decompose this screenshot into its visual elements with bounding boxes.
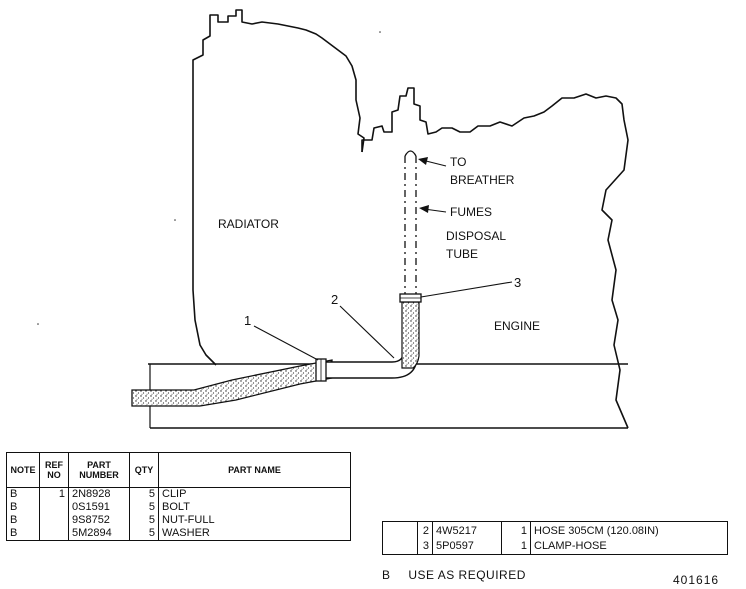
callout-2: 2: [331, 292, 338, 307]
cell-ref: [39, 527, 69, 541]
stray-mark: [174, 219, 176, 221]
cell-qty: 5: [129, 514, 159, 527]
footnote-text: USE AS REQUIRED: [408, 568, 526, 582]
breather-tube-top: [404, 150, 417, 157]
cell-ref: [39, 501, 69, 514]
header-part-line1: PART: [87, 460, 111, 470]
table-row: B 5M2894 5 WASHER: [6, 527, 351, 541]
cell-note: B: [6, 487, 40, 501]
cell-part-number: 5M2894: [68, 527, 130, 541]
table-row: B 9S8752 5 NUT-FULL: [6, 514, 351, 527]
to-breather-label-line2: BREATHER: [450, 173, 515, 187]
parts-table-header-row: NOTE REF NO PART NUMBER QTY PART NAME: [6, 452, 351, 488]
header-note: NOTE: [6, 452, 40, 488]
radiator-outline: [192, 9, 365, 366]
table-row: 3 5P0597 1 CLAMP-HOSE: [382, 539, 728, 555]
fumes-arrow-head: [419, 205, 429, 213]
cell-note: B: [6, 514, 40, 527]
header-qty: QTY: [129, 452, 159, 488]
cell-part-name: CLAMP-HOSE: [530, 539, 728, 555]
cell-ref: [39, 514, 69, 527]
table-row: 2 4W5217 1 HOSE 305CM (120.08IN): [382, 521, 728, 539]
to-breather-label-line1: TO: [450, 155, 466, 169]
cell-part-number: 5P0597: [432, 539, 502, 555]
engine-label: ENGINE: [494, 319, 540, 333]
footnote: B USE AS REQUIRED: [382, 568, 526, 582]
header-ref-no: REF NO: [39, 452, 69, 488]
cell-part-name: CLIP: [158, 487, 351, 501]
cell-qty: 1: [501, 521, 531, 539]
figure-number: 401616: [673, 573, 720, 587]
cell-note: [382, 521, 418, 539]
leader-1: [253, 325, 319, 361]
stray-mark: [37, 323, 39, 325]
fumes-label: FUMES: [450, 205, 492, 219]
hose-lower: [131, 359, 333, 407]
cell-part-name: BOLT: [158, 501, 351, 514]
parts-table-continued: 2 4W5217 1 HOSE 305CM (120.08IN) 3 5P059…: [382, 521, 728, 555]
to-breather-arrow-head: [418, 157, 428, 165]
cell-qty: 5: [129, 487, 159, 501]
cell-part-number: 0S1591: [68, 501, 130, 514]
cell-qty: 1: [501, 539, 531, 555]
header-ref-line2: NO: [47, 470, 61, 480]
radiator-label: RADIATOR: [218, 217, 279, 231]
cell-part-number: 4W5217: [432, 521, 502, 539]
cell-qty: 5: [129, 527, 159, 541]
header-part-number: PART NUMBER: [68, 452, 130, 488]
cell-part-number: 2N8928: [68, 487, 130, 501]
callout-1: 1: [244, 313, 251, 328]
leader-2: [339, 305, 395, 359]
cell-part-name: NUT-FULL: [158, 514, 351, 527]
leader-3: [420, 281, 513, 298]
cell-part-number: 9S8752: [68, 514, 130, 527]
disposal-tube-label-line2: TUBE: [446, 247, 478, 261]
header-part-line2: NUMBER: [79, 470, 119, 480]
stray-mark: [379, 31, 381, 33]
cell-part-name: WASHER: [158, 527, 351, 541]
cell-ref: 2: [417, 521, 433, 539]
cell-ref: 1: [39, 487, 69, 501]
cell-note: B: [6, 501, 40, 514]
table-row: B 0S1591 5 BOLT: [6, 501, 351, 514]
cell-qty: 5: [129, 501, 159, 514]
callout-3: 3: [514, 275, 521, 290]
disposal-tube-label-line1: DISPOSAL: [446, 229, 506, 243]
hose-upper: [401, 301, 420, 369]
table-row: B 1 2N8928 5 CLIP: [6, 487, 351, 501]
cell-ref: 3: [417, 539, 433, 555]
cell-part-name: HOSE 305CM (120.08IN): [530, 521, 728, 539]
cell-note: B: [6, 527, 40, 541]
footnote-code: B: [382, 568, 391, 582]
cell-note: [382, 539, 418, 555]
header-part-name: PART NAME: [158, 452, 351, 488]
header-ref-line1: REF: [45, 460, 63, 470]
engine-outline: [361, 87, 629, 429]
parts-table: NOTE REF NO PART NUMBER QTY PART NAME B …: [6, 452, 351, 541]
